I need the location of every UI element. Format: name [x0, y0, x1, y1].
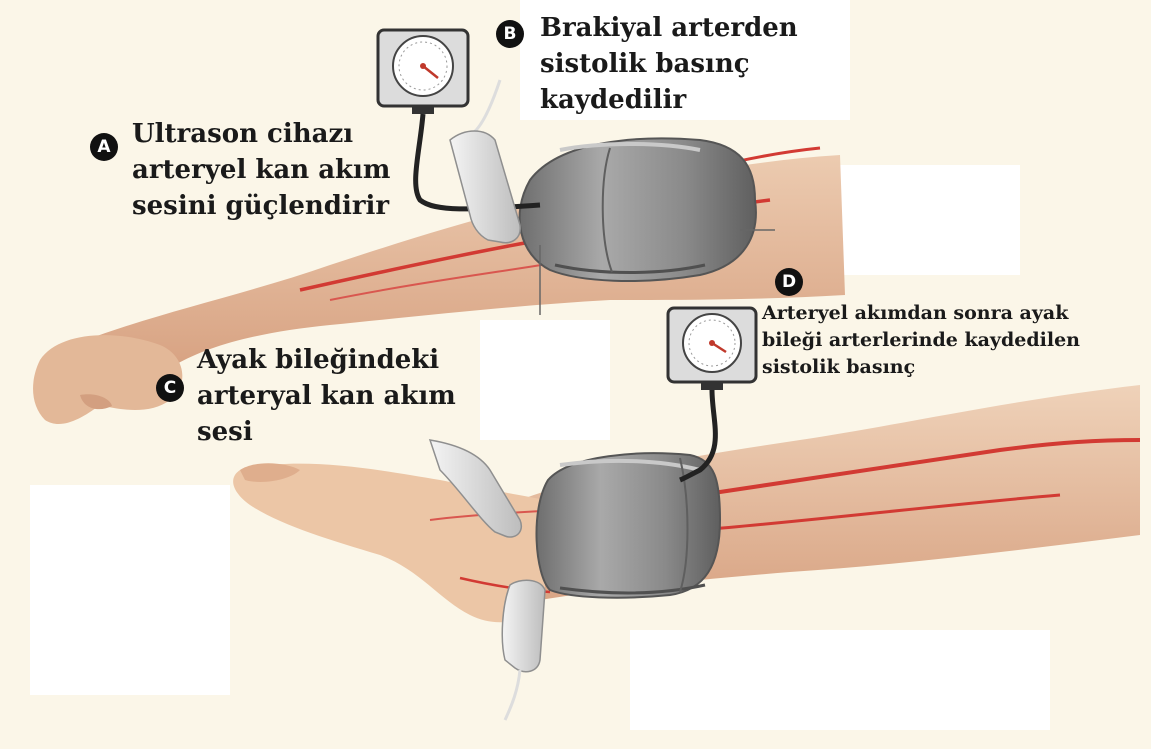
label-c-line: arteryal kan akım [197, 378, 456, 414]
badge-b: B [496, 20, 524, 48]
white-box [820, 165, 1020, 275]
arm-cuff [520, 138, 756, 281]
label-c-line: sesi [197, 414, 456, 450]
badge-a: A [90, 133, 118, 161]
white-box [30, 485, 230, 695]
label-a-line: Ultrason cihazı [132, 116, 390, 152]
label-ankle-pressure: Arteryel akımdan sonra ayak bileği arter… [762, 300, 1080, 381]
white-box [630, 630, 1050, 730]
badge-c: C [156, 374, 184, 402]
label-brachial-pressure: Brakiyal arterden sistolik basınç kayded… [540, 10, 798, 118]
label-a-line: sesini güçlendirir [132, 188, 390, 224]
badge-d: D [775, 268, 803, 296]
label-d-line: bileği arterlerinde kaydedilen [762, 327, 1080, 354]
label-b-line: Brakiyal arterden [540, 10, 798, 46]
label-b-line: sistolik basınç [540, 46, 798, 82]
label-b-line: kaydedilir [540, 82, 798, 118]
white-box [480, 320, 610, 440]
label-a-line: arteryel kan akım [132, 152, 390, 188]
label-d-line: sistolik basınç [762, 354, 1080, 381]
label-ultrasound-device: Ultrason cihazı arteryel kan akım sesini… [132, 116, 390, 224]
label-c-line: Ayak bileğindeki [197, 342, 456, 378]
label-ankle-flow-sound: Ayak bileğindeki arteryal kan akım sesi [197, 342, 456, 450]
label-d-line: Arteryel akımdan sonra ayak [762, 300, 1080, 327]
